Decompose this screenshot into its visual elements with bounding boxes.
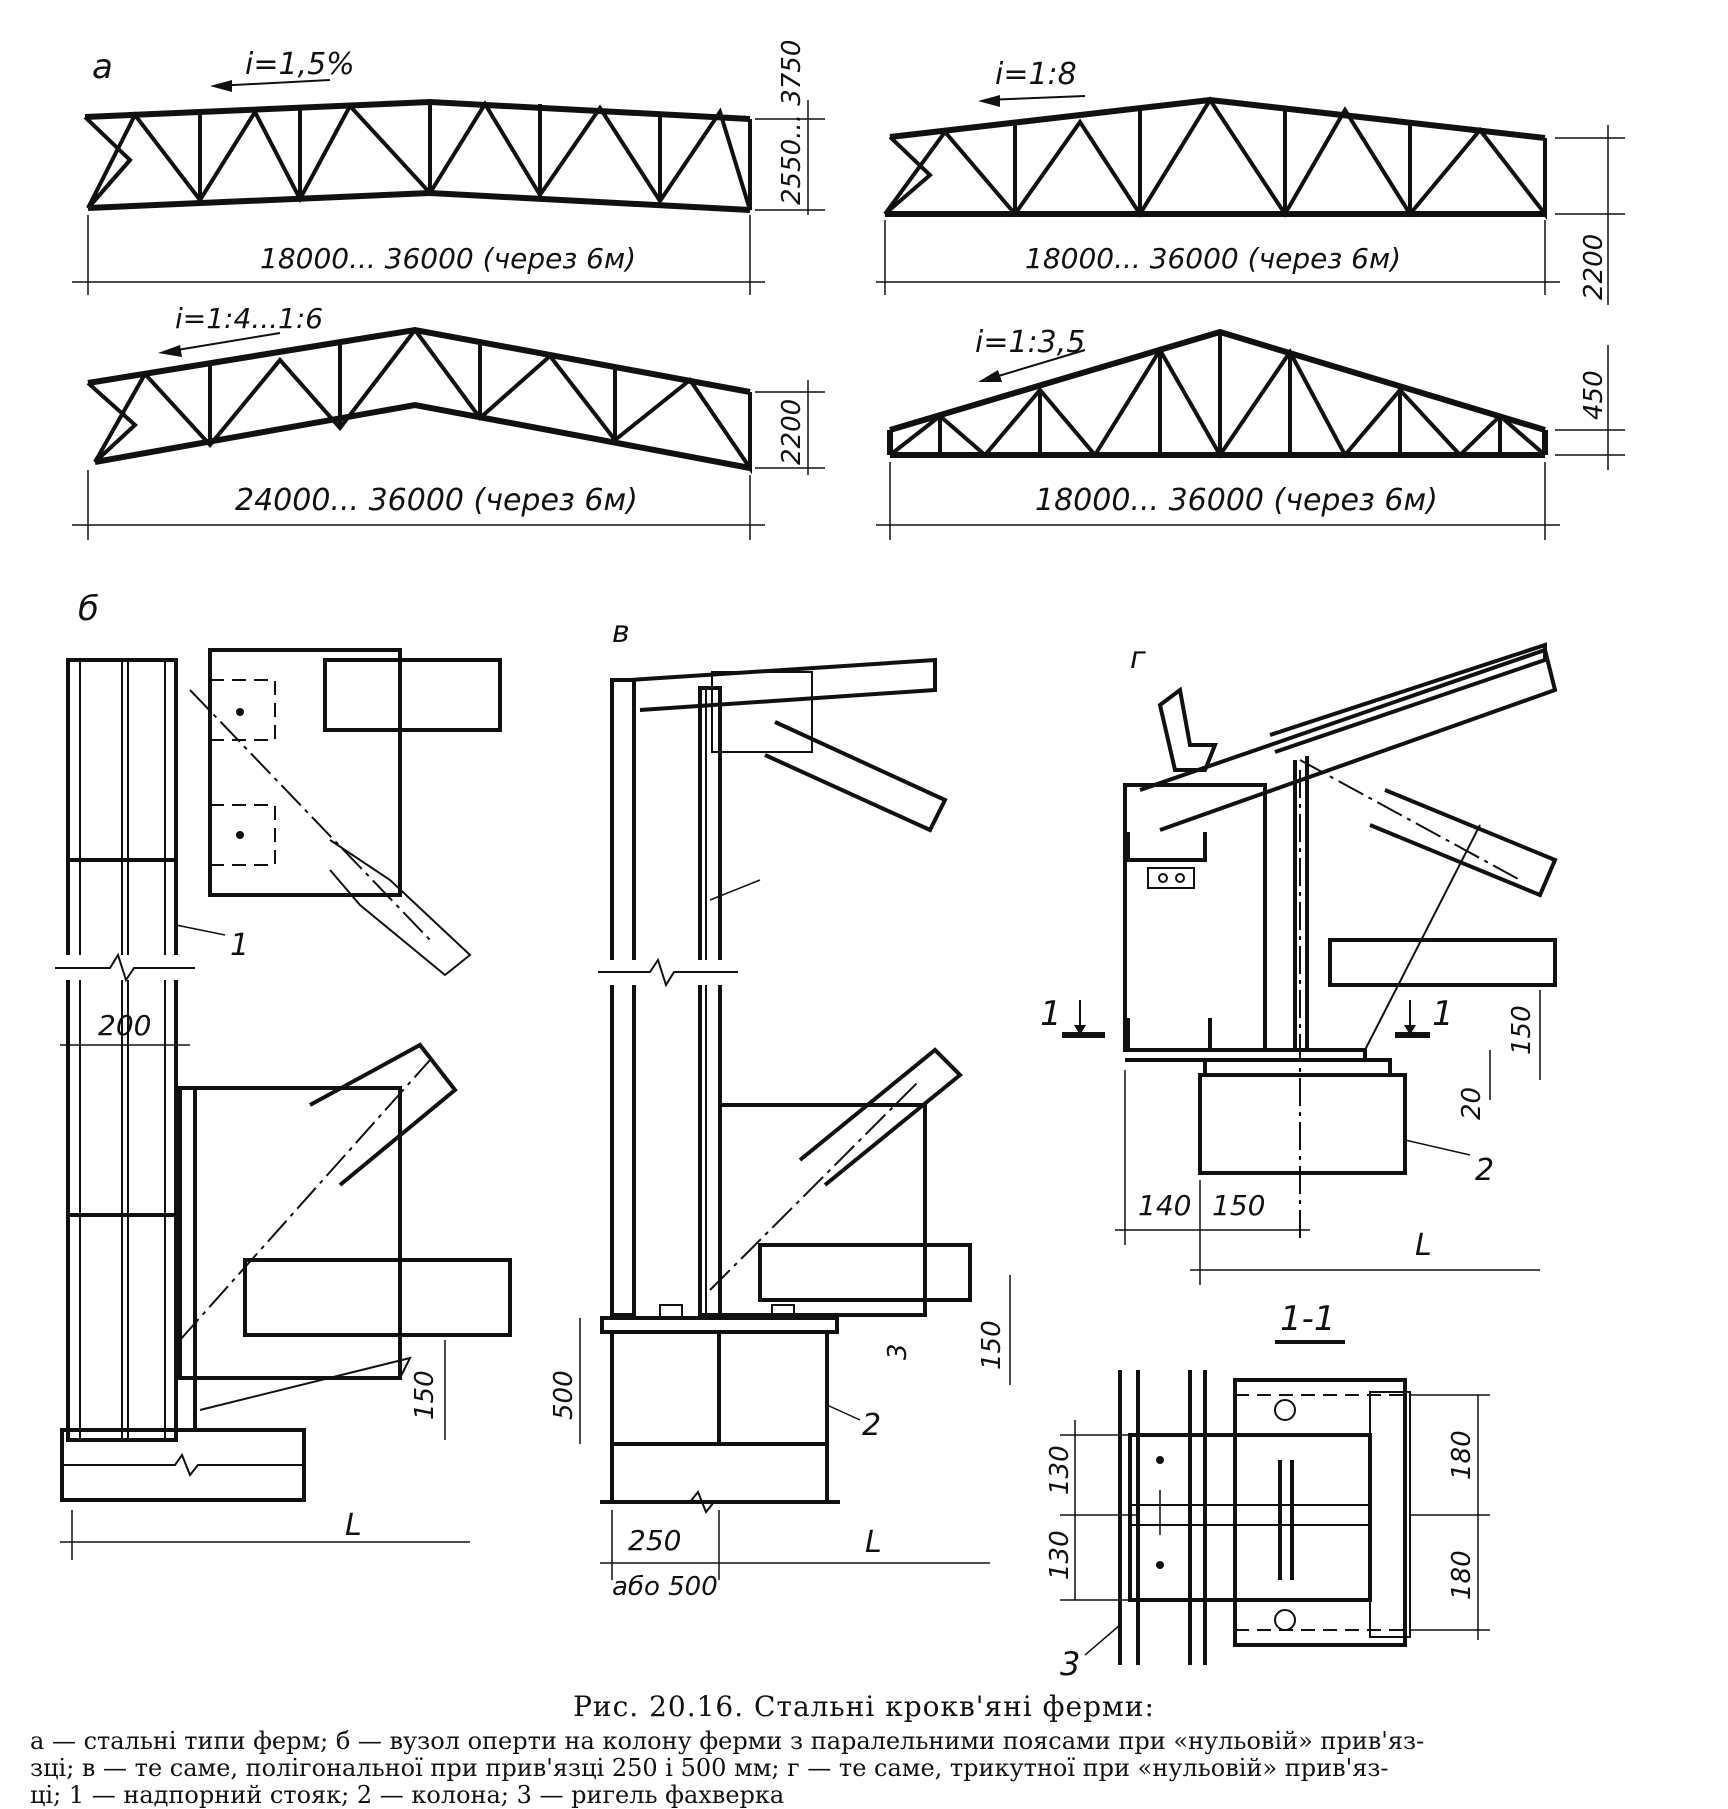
dim-v-3: 3 [883, 1343, 913, 1360]
dim-g-150: 150 [1507, 1005, 1537, 1055]
axis-g-L: L [1415, 1228, 1432, 1263]
dim-b-200: 200 [98, 1009, 151, 1042]
slope-label-t1: i=1,5% [245, 47, 355, 82]
truss-triangular: i=1:3,5 18000... 36000 (через 6м) 450 [876, 325, 1625, 540]
dim-section-180a: 180 [1447, 1430, 1477, 1480]
ref-v-2: 2 [862, 1408, 881, 1443]
dim-g-140: 140 [1138, 1189, 1191, 1222]
dim-section-180b: 180 [1447, 1550, 1477, 1600]
dim-v-500: 500 [549, 1370, 579, 1420]
ref-b-1: 1 [230, 928, 249, 963]
detail-v-support-node: 500 150 3 2 250 або 500 L [549, 657, 1011, 1602]
legend-line-3: ці; 1 — надпорний стояк; 2 — колона; 3 —… [30, 1781, 785, 1809]
panel-label-a: а [92, 47, 113, 87]
dim-v-250: 250 [628, 1524, 681, 1557]
panel-label-v: в [612, 615, 630, 650]
axis-v-L: L [865, 1525, 882, 1560]
slope-label-t4: i=1:3,5 [975, 325, 1085, 360]
truss-polygonal-chord: i=1:8 18000... 36000 (через 6м) 2200 [876, 57, 1625, 305]
dim-section-130a: 130 [1045, 1445, 1075, 1495]
dim-v-150: 150 [977, 1320, 1007, 1370]
section-1-1: 1-1 130 130 180 180 3 [1045, 1299, 1490, 1683]
height-label-t2: 2200 [1579, 234, 1609, 300]
detail-b-support-node: 200 150 1 L [55, 648, 512, 1560]
height-label-t4: 450 [1579, 370, 1609, 420]
legend-line-1: а — стальні типи ферм; б — вузол оперти … [30, 1727, 1425, 1755]
ref-section-3: 3 [1060, 1645, 1080, 1683]
panel-label-g: г [1130, 641, 1146, 676]
slope-label-t2: i=1:8 [995, 57, 1077, 92]
legend-line-2: зці; в — те саме, полігональної при прив… [30, 1754, 1389, 1782]
span-label-t2: 18000... 36000 (через 6м) [1025, 242, 1401, 275]
height-label-t1: 2550... 3750 [777, 40, 807, 205]
span-label-t4: 18000... 36000 (через 6м) [1035, 483, 1438, 518]
section-mark-left: 1 [1040, 994, 1062, 1034]
ref-g-2: 2 [1475, 1153, 1494, 1188]
axis-b-L: L [345, 1508, 362, 1543]
section-mark-right: 1 [1432, 994, 1454, 1034]
dim-section-130b: 130 [1045, 1530, 1075, 1580]
height-label-t3: 2200 [777, 399, 807, 465]
figure-caption: Рис. 20.16. Стальні крокв'яні ферми: [573, 1690, 1155, 1723]
figure-legend: а — стальні типи ферм; б — вузол оперти … [30, 1728, 1710, 1809]
dim-g-20: 20 [1457, 1087, 1487, 1120]
section-title: 1-1 [1280, 1299, 1336, 1339]
detail-g-support-node: 1 1 150 20 2 140 150 L [1040, 642, 1558, 1285]
truss-steep-polygonal: i=1:4...1:6 24000... 36000 (через 6м) 22… [72, 302, 825, 540]
panel-label-b: б [78, 589, 99, 629]
dim-g-150b: 150 [1212, 1189, 1265, 1222]
slope-label-t3: i=1:4...1:6 [175, 302, 323, 335]
dim-v-250-alt: або 500 [612, 1572, 718, 1602]
truss-parallel-chord: i=1,5% 18000... 36000 (через 6м) 2550...… [72, 40, 825, 295]
span-label-t1: 18000... 36000 (через 6м) [260, 242, 636, 275]
dim-b-150: 150 [410, 1370, 440, 1420]
span-label-t3: 24000... 36000 (через 6м) [235, 483, 638, 518]
